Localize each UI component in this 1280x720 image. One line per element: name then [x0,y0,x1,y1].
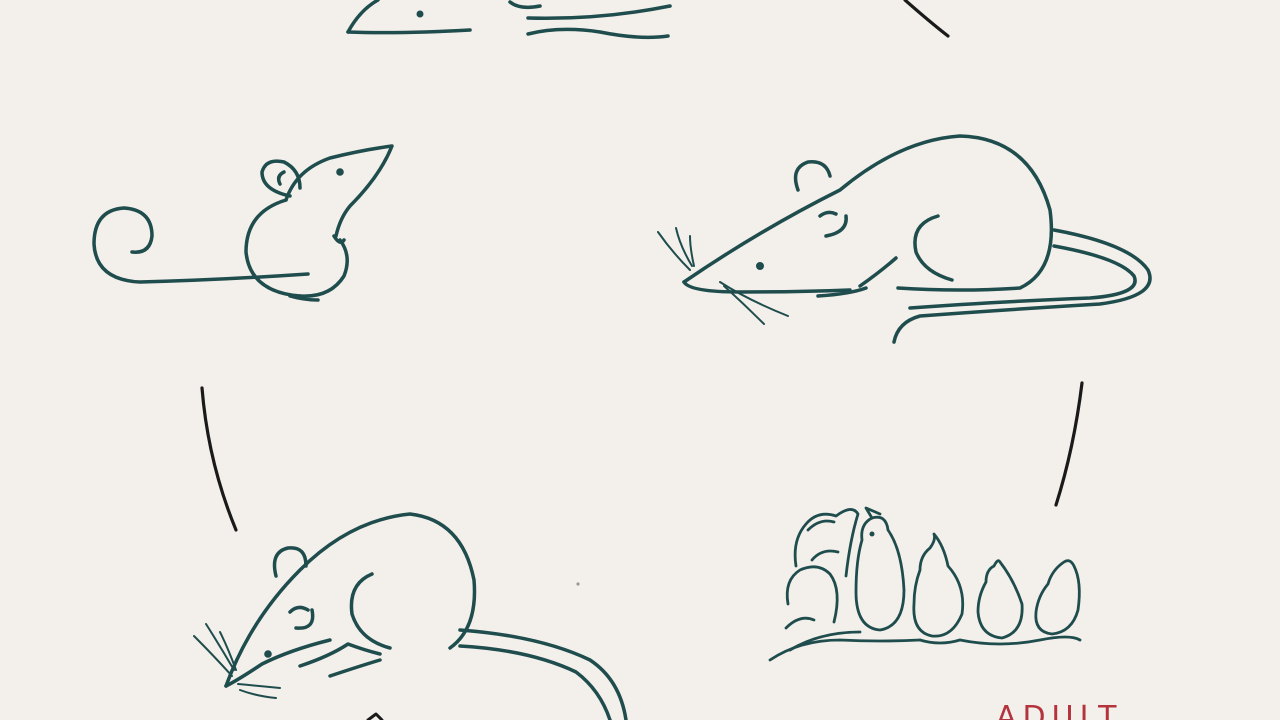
connector-left [200,386,238,532]
litter-pups-icon [768,506,1082,662]
connector-top-right [903,0,950,38]
rat-crouching-icon [193,512,628,720]
speck [576,582,580,586]
cycle-connectors [200,0,1084,532]
stage-label-adult: ADULT [996,700,1123,720]
connector-right [1054,381,1084,507]
rat-adult-icon [657,134,1152,344]
connector-bottom-arrow [366,712,384,720]
mouse-sitting-icon [92,144,394,302]
mouse-top-icon [346,0,672,40]
